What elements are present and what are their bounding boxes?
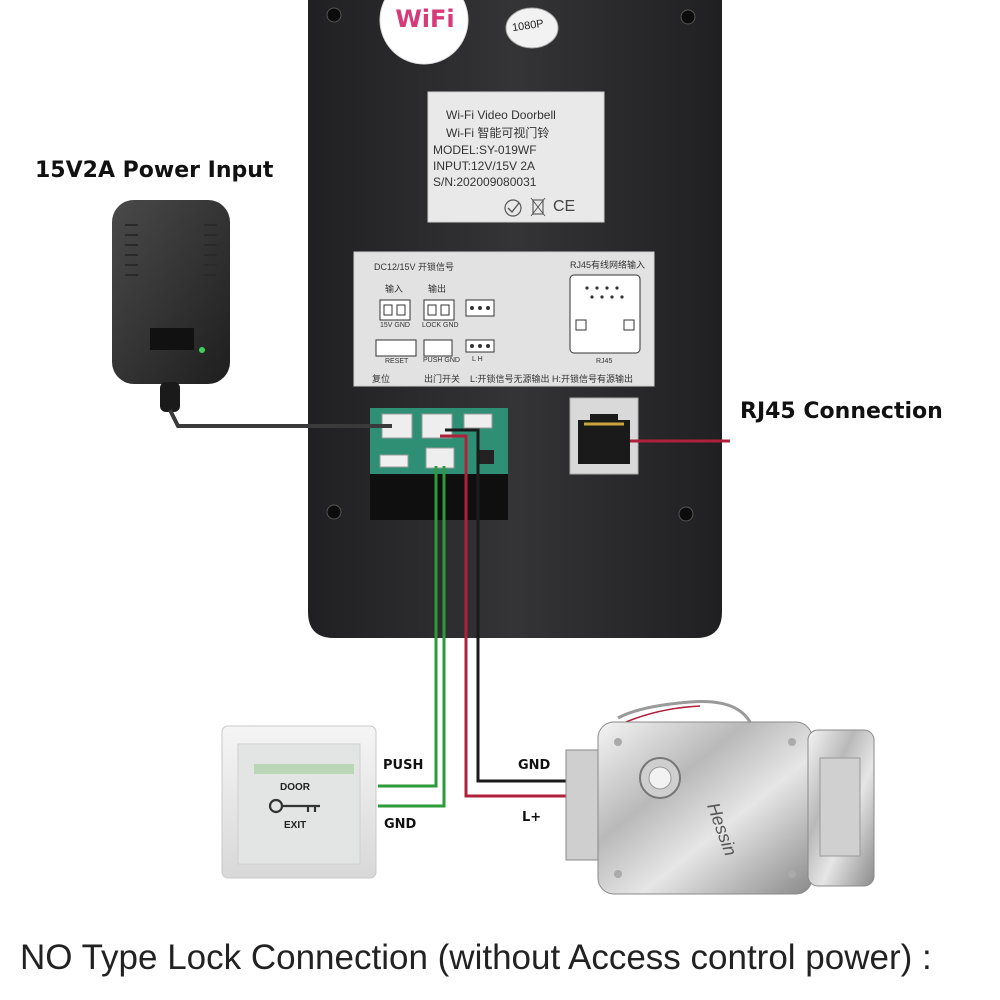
- wire-gnd-exit: [378, 466, 446, 808]
- sticker-t3-labels: L H: [472, 356, 483, 363]
- power-cable: [168, 409, 392, 428]
- sticker-t2-labels: LOCK GND: [422, 322, 459, 329]
- electric-lock: [565, 700, 875, 895]
- sticker-rj45-title: RJ45有线网络输入: [570, 260, 646, 270]
- sticker-bottom-note: L:开锁信号无源输出 H:开锁信号有源输出: [470, 374, 634, 384]
- l-plus-wire-label: L+: [522, 810, 542, 825]
- model-number: MODEL:SY-019WF: [433, 143, 537, 157]
- screw: [326, 504, 342, 520]
- cert-check-icon: [504, 199, 522, 217]
- wire-push: [378, 466, 438, 788]
- wifi-logo-icon: [379, 0, 469, 65]
- sticker-t4-labels: PUSH GND: [423, 357, 460, 364]
- screw: [680, 9, 696, 25]
- wire-gnd-lock: [445, 428, 568, 783]
- wire-l-plus: [440, 434, 568, 798]
- power-led: [199, 347, 205, 353]
- gnd-lock-wire-label: GND: [518, 758, 551, 773]
- screw: [326, 7, 342, 23]
- wifi-logo-text: WiFi: [395, 5, 455, 33]
- power-adapter: [112, 200, 230, 384]
- gnd-exit-wire-label: GND: [384, 817, 417, 832]
- serial-number: S/N:202009080031: [433, 175, 537, 189]
- power-input-label: 15V2A Power Input: [35, 158, 274, 183]
- rj45-connection-label: RJ45 Connection: [740, 399, 943, 424]
- exit-button-exit-text: EXIT: [284, 820, 307, 831]
- sticker-reset-label: RESET: [385, 358, 409, 365]
- product-name-cn: Wi-Fi 智能可视门铃: [446, 126, 550, 140]
- sticker-bottom-exit: 出门开关: [424, 374, 461, 384]
- caption: NO Type Lock Connection (without Access …: [20, 938, 932, 977]
- sticker-out-label: 输出: [428, 284, 447, 294]
- product-name: Wi-Fi Video Doorbell: [446, 108, 556, 122]
- push-wire-label: PUSH: [383, 758, 424, 773]
- screw: [678, 506, 694, 522]
- input-rating: INPUT:12V/15V 2A: [433, 159, 536, 173]
- sticker-t1-labels: 15V GND: [380, 322, 410, 329]
- ce-mark: CE: [553, 198, 576, 215]
- sticker-rj45-small: RJ45: [596, 358, 613, 365]
- resolution-badge-shape: [505, 7, 559, 49]
- exit-button-door-text: DOOR: [280, 782, 310, 793]
- sticker-in-label: 输入: [385, 284, 404, 294]
- key-icon: [268, 798, 320, 814]
- sticker-power-title: DC12/15V 开锁信号: [374, 262, 455, 272]
- weee-bin-icon: [532, 199, 544, 215]
- sticker-bottom-reset: 复位: [372, 374, 391, 384]
